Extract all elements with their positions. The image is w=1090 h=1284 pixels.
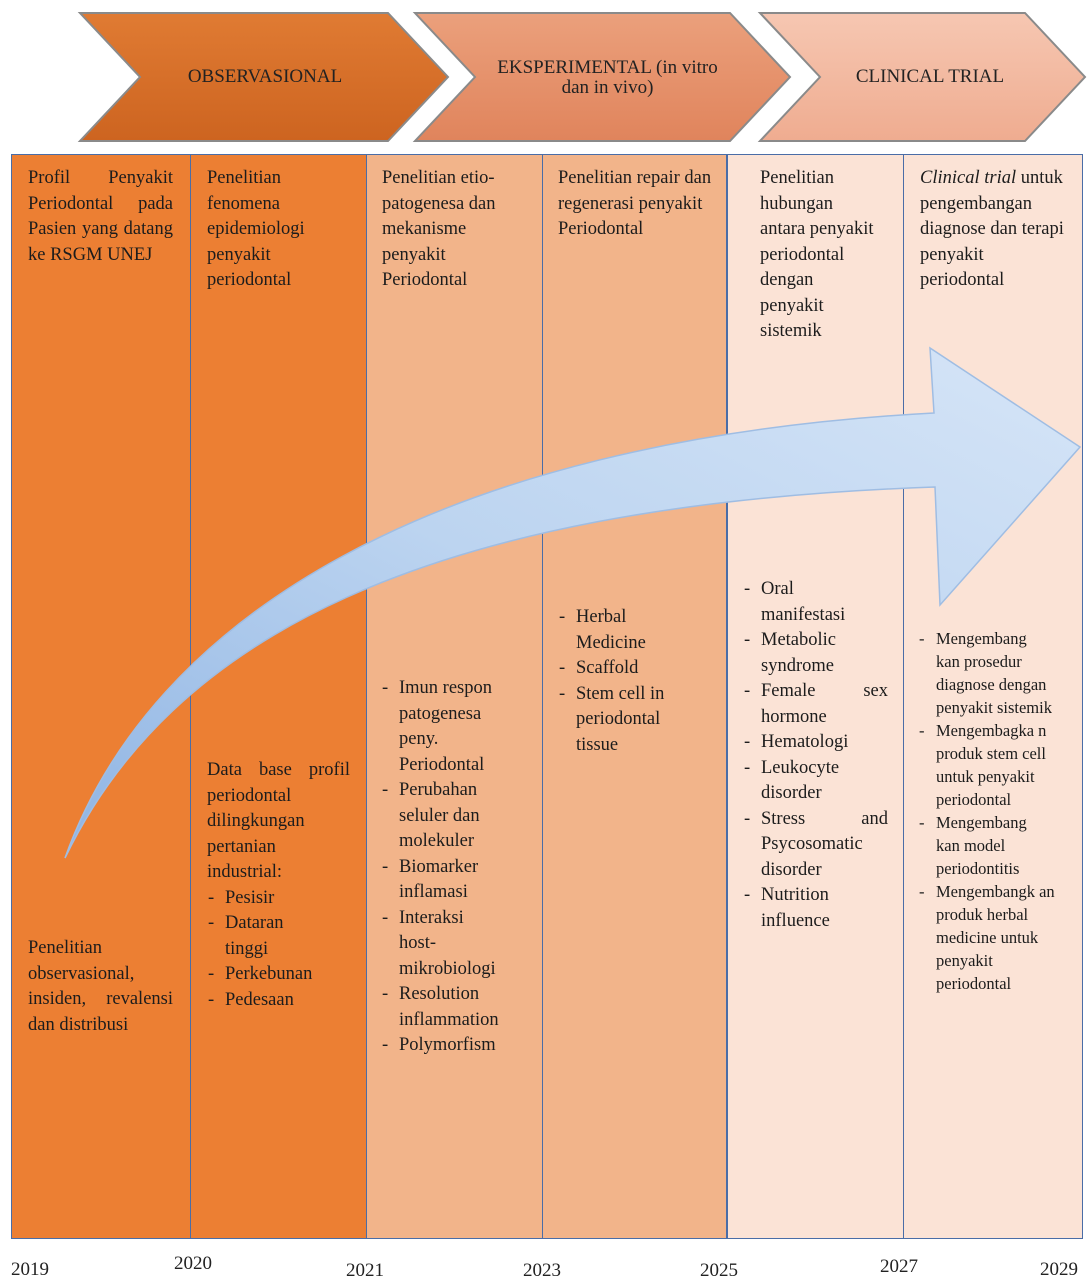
column-1 bbox=[11, 154, 191, 1239]
list-item: Scaffold bbox=[558, 656, 698, 682]
list-item: Herbal Medicine bbox=[558, 605, 666, 656]
year-label: 2027 bbox=[880, 1256, 918, 1277]
list-item: Female sex hormone bbox=[743, 679, 888, 730]
column-4-list: Herbal Medicine Scaffold Stem cell in pe… bbox=[558, 605, 698, 758]
column-3-list: Imun respon patogenesa peny. Periodontal… bbox=[381, 676, 526, 1059]
column-6-title-italic: Clinical trial bbox=[920, 168, 1017, 188]
column-6-title: Clinical trial untuk pengembangan diagno… bbox=[920, 166, 1065, 294]
year-label: 2023 bbox=[523, 1260, 561, 1281]
phase-chevron-eksperimental bbox=[412, 12, 792, 142]
column-2-bottom: Data base profil periodontal dilingkunga… bbox=[207, 758, 350, 1013]
list-item: Perkebunan bbox=[207, 962, 350, 988]
list-item: Imun respon patogenesa peny. Periodontal bbox=[381, 676, 509, 778]
list-item: Metabolic syndrome bbox=[743, 628, 871, 679]
list-item: Perubahan seluler dan molekuler bbox=[381, 778, 509, 855]
column-5-list: Oral manifestasi Metabolic syndrome Fema… bbox=[743, 577, 888, 934]
column-2-intro: Data base profil periodontal dilingkunga… bbox=[207, 760, 350, 882]
year-label: 2021 bbox=[346, 1260, 384, 1281]
list-item: Stress and Psycosomatic disorder bbox=[743, 807, 888, 884]
column-1-title: Profil Penyakit Periodontal pada Pasien … bbox=[28, 168, 173, 265]
column-3-title: Penelitian etio-patogenesa dan mekanisme… bbox=[382, 168, 496, 290]
phase-chevron-observasional bbox=[77, 12, 450, 142]
column-2-list: Pesisir Dataran tinggi Perkebunan Pedesa… bbox=[207, 886, 350, 1014]
phase-label-eksperimental: EKSPERIMENTAL (in vitro dan in vivo) bbox=[497, 57, 718, 98]
phase-chevron-clinical-trial bbox=[757, 12, 1087, 142]
phase-label-observasional: OBSERVASIONAL bbox=[187, 66, 343, 87]
list-item: Interaksi host-mikrobiologi bbox=[381, 906, 496, 983]
phase-chevrons bbox=[77, 12, 1087, 142]
list-item: Hematologi bbox=[743, 730, 888, 756]
year-label: 2019 bbox=[11, 1259, 49, 1280]
year-label: 2020 bbox=[174, 1253, 212, 1274]
year-label: 2025 bbox=[700, 1260, 738, 1281]
list-item: Pesisir bbox=[207, 886, 350, 912]
column-6-list: Mengembang kan prosedur diagnose dengan … bbox=[918, 627, 1063, 995]
list-item: Oral manifestasi bbox=[743, 577, 871, 628]
list-item: Leukocyte disorder bbox=[743, 756, 861, 807]
list-item: Mengembangk an produk herbal medicine un… bbox=[918, 880, 1061, 995]
list-item: Dataran tinggi bbox=[207, 911, 305, 962]
column-4-title: Penelitian repair dan regenerasi penyaki… bbox=[558, 168, 712, 239]
list-item: Mengembagka n produk stem cell untuk pen… bbox=[918, 719, 1054, 811]
column-1-bottom-text: Penelitian observasional, insiden, reval… bbox=[28, 938, 173, 1035]
list-item: Mengembang kan prosedur diagnose dengan … bbox=[918, 627, 1054, 719]
list-item: Nutrition influence bbox=[743, 883, 871, 934]
phase-label-clinical-trial: CLINICAL TRIAL bbox=[855, 66, 1005, 87]
list-item: Mengembang kan model periodontitis bbox=[918, 811, 1054, 880]
list-item: Pedesaan bbox=[207, 988, 350, 1014]
list-item: Stem cell in periodontal tissue bbox=[558, 682, 701, 759]
list-item: Resolution inflammation bbox=[381, 982, 529, 1033]
list-item: Polymorfism bbox=[381, 1033, 526, 1059]
year-label: 2029 bbox=[1040, 1259, 1078, 1280]
column-2-title: Penelitian fenomena epidemiologi penyaki… bbox=[207, 168, 305, 290]
column-5-title: Penelitian hubungan antara penyakit peri… bbox=[760, 168, 874, 341]
list-item: Biomarker inflamasi bbox=[381, 855, 509, 906]
column-2 bbox=[190, 154, 367, 1239]
column-6-title-rest: untuk pengembangan diagnose dan terapi p… bbox=[920, 168, 1064, 290]
